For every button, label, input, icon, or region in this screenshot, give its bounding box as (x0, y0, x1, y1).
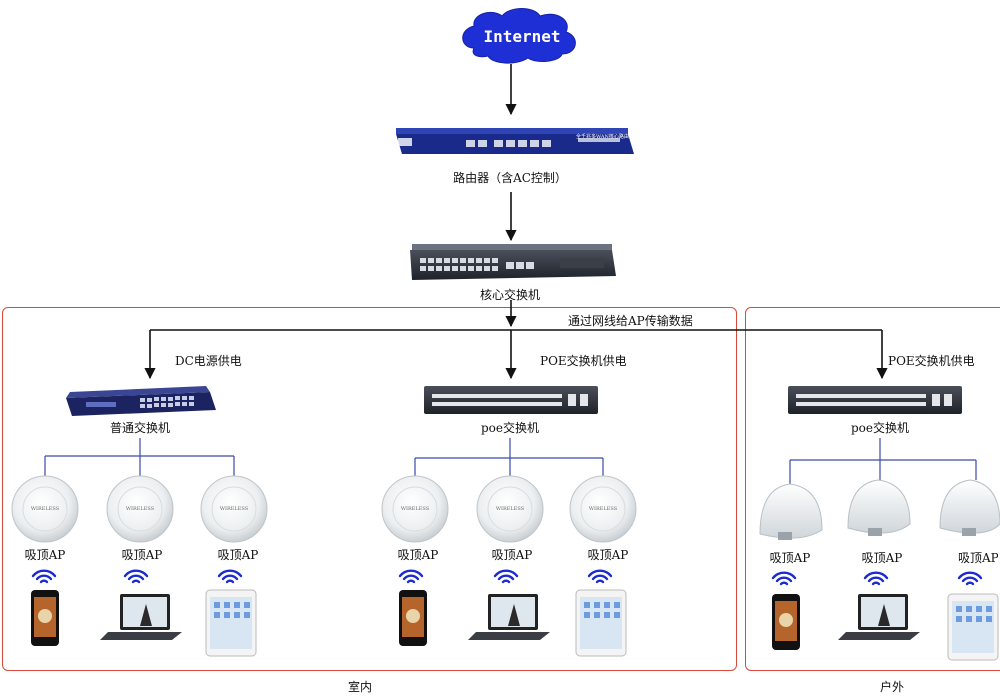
ap-label: 吸顶AP (587, 548, 629, 562)
wifi-icon (863, 571, 889, 586)
outdoor-region (745, 307, 1000, 671)
ap-label: 吸顶AP (217, 548, 259, 562)
internet-label: Internet (483, 27, 561, 46)
internet-cloud-icon (462, 8, 576, 64)
ceiling-ap-4-icon (381, 475, 449, 543)
poe-indoor-power-label: POE交换机供电 (540, 354, 627, 368)
indoor-region (2, 307, 737, 671)
poe-outdoor-power-label: POE交换机供电 (888, 354, 975, 368)
ceiling-ap-2-icon (106, 475, 174, 543)
ceiling-ap-6-icon (569, 475, 637, 543)
wifi-icon (771, 571, 797, 586)
outdoor-ap-2-icon (847, 479, 911, 536)
router-device-icon (396, 128, 634, 154)
ap-label: 吸顶AP (958, 551, 998, 565)
ap-device-text: WIRELESS (495, 506, 525, 512)
ap-device-text: WIRELESS (219, 506, 249, 512)
indoor-region-label: 室内 (347, 680, 373, 694)
wifi-icon (493, 569, 519, 584)
ap-device-text: WIRELESS (400, 506, 430, 512)
poe-outdoor-switch-label: poe交换机 (850, 421, 910, 435)
tablet-icon (205, 589, 257, 657)
wifi-icon (398, 569, 424, 584)
ap-label: 吸顶AP (397, 548, 439, 562)
normal-switch-device-icon (66, 386, 216, 416)
normal-power-label: DC电源供电 (175, 354, 242, 368)
smartphone-icon (399, 590, 427, 646)
wifi-icon (587, 569, 613, 584)
poe-switch-indoor-device-icon (424, 386, 598, 414)
core-switch-label: 核心交换机 (479, 288, 541, 302)
outdoor-region-label: 户外 (879, 680, 905, 694)
ap-label: 吸顶AP (861, 551, 903, 565)
poe-indoor-switch-label: poe交换机 (480, 421, 540, 435)
ceiling-ap-1-icon (11, 475, 79, 543)
poe-switch-outdoor-device-icon (788, 386, 962, 414)
ap-label: 吸顶AP (769, 551, 811, 565)
ap-label: 吸顶AP (121, 548, 163, 562)
tablet-icon (575, 589, 627, 657)
wifi-icon (31, 569, 57, 584)
ceiling-ap-5-icon (476, 475, 544, 543)
ap-device-text: WIRELESS (588, 506, 618, 512)
router-label: 路由器（含AC控制） (453, 171, 567, 185)
ap-label: 吸顶AP (491, 548, 533, 562)
laptop-icon (100, 594, 182, 640)
ap-label: 吸顶AP (24, 548, 66, 562)
tablet-icon (947, 593, 999, 661)
router-device-text: 全千兆多WAN核心路由器 (576, 134, 634, 140)
ap-device-text: WIRELESS (30, 506, 60, 512)
smartphone-icon (31, 590, 59, 646)
core-switch-device-icon (410, 244, 616, 280)
trunk-note: 通过网线给AP传输数据 (568, 314, 693, 328)
ap-device-text: WIRELESS (125, 506, 155, 512)
smartphone-icon (772, 594, 800, 650)
wifi-icon (123, 569, 149, 584)
laptop-icon (838, 594, 920, 640)
outdoor-ap-3-icon (939, 479, 1000, 536)
laptop-icon (468, 594, 550, 640)
outdoor-ap-1-icon (759, 483, 823, 540)
normal-switch-label: 普通交换机 (109, 421, 171, 435)
wifi-icon (217, 569, 243, 584)
ceiling-ap-3-icon (200, 475, 268, 543)
ap-links (44, 438, 977, 486)
wifi-icon (957, 571, 983, 586)
